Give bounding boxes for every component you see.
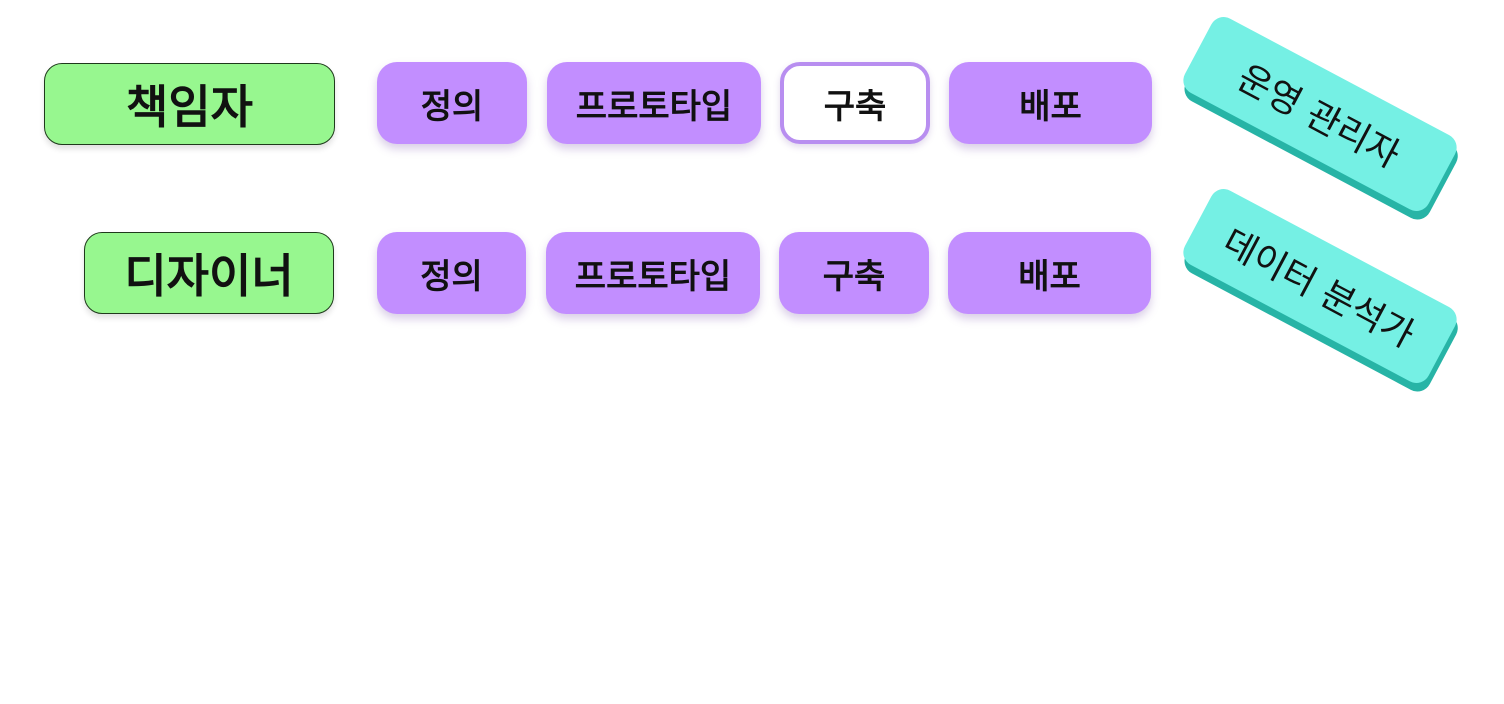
role-label-designer: 디자이너 [84,232,334,314]
stage-deploy[interactable]: 배포 [949,62,1152,144]
role-label-manager: 책임자 [44,63,335,145]
tag-data-analyst[interactable]: 데이터 분석가 [1178,184,1462,388]
tag-operations-manager[interactable]: 운영 관리자 [1178,12,1462,216]
stage-define[interactable]: 정의 [377,62,527,144]
stage-build-active[interactable]: 구축 [780,62,930,144]
stage-prototype[interactable]: 프로토타입 [546,232,760,314]
stage-build[interactable]: 구축 [779,232,929,314]
stage-deploy[interactable]: 배포 [948,232,1151,314]
stage-define[interactable]: 정의 [377,232,526,314]
stage-prototype[interactable]: 프로토타입 [547,62,761,144]
